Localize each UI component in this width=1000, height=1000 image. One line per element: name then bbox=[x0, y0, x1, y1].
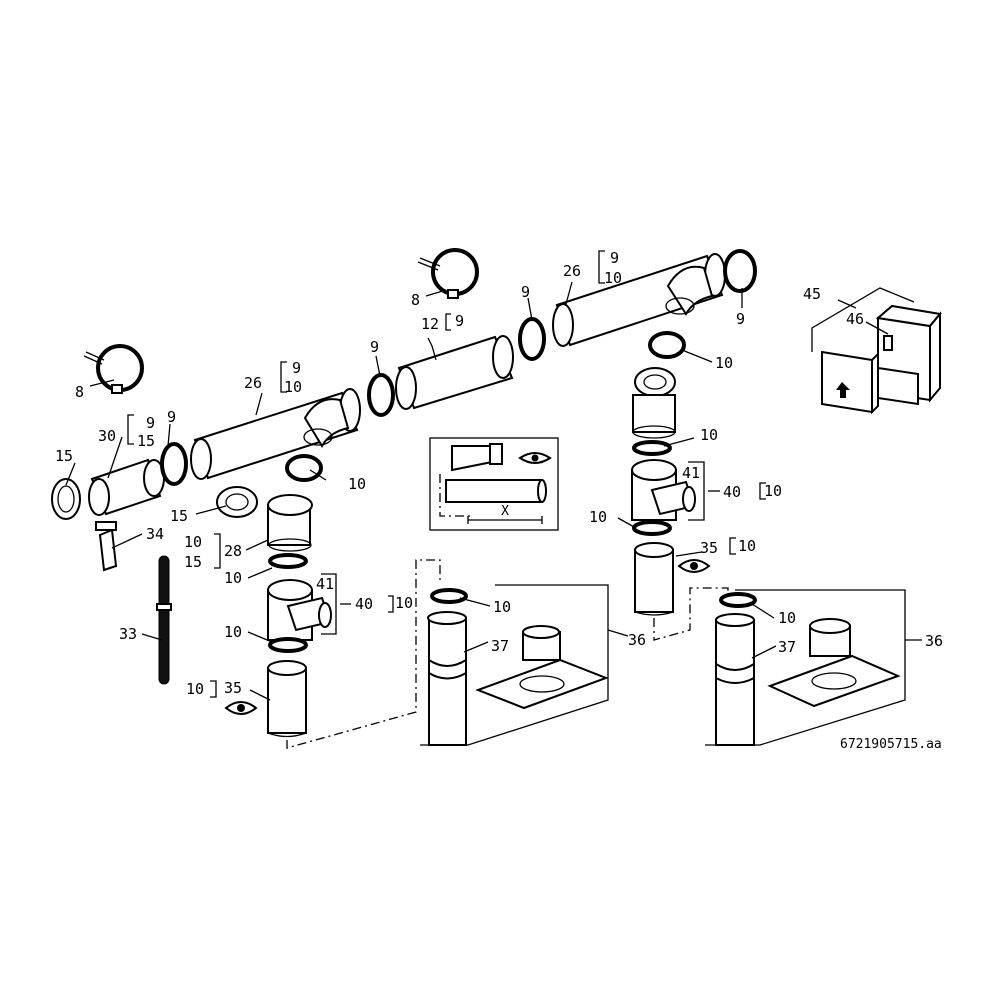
connection-line-right bbox=[653, 587, 729, 641]
reference-number: 6721905715.aa bbox=[840, 737, 942, 752]
control-box-45 bbox=[811, 287, 942, 415]
label-10-tee-right: 10 bbox=[604, 269, 622, 287]
label-9-ring-mid: 9 bbox=[370, 338, 379, 356]
elbow-right bbox=[632, 394, 676, 439]
pipe-clamp-middle bbox=[417, 248, 479, 299]
roof-kit-36-left bbox=[420, 584, 609, 746]
label-37-right: 37 bbox=[778, 638, 796, 656]
label-10-ring-a: 10 bbox=[348, 475, 366, 493]
label-10-pipe35-right: 10 bbox=[738, 537, 756, 555]
label-26-right: 26 bbox=[563, 262, 581, 280]
pipe-35-right bbox=[634, 542, 674, 616]
pipe-12 bbox=[395, 335, 514, 410]
seal-ring-10-f bbox=[632, 520, 672, 536]
label-10-ring-f: 10 bbox=[589, 508, 607, 526]
label-15-adapter: 15 bbox=[137, 432, 155, 450]
inspection-cap-15 bbox=[216, 486, 258, 518]
seal-ring-left-end bbox=[160, 442, 188, 486]
brackets bbox=[127, 250, 766, 698]
view-eye-icon-left bbox=[224, 701, 258, 715]
elbow-28 bbox=[267, 494, 313, 552]
label-8-left: 8 bbox=[75, 383, 84, 401]
view-eye-icon-right bbox=[677, 559, 711, 573]
condensate-drain-34 bbox=[95, 521, 118, 572]
pipe-with-tee-26-left bbox=[190, 388, 361, 480]
label-9-adapter: 9 bbox=[146, 414, 155, 432]
label-10-ring-e: 10 bbox=[700, 426, 718, 444]
seal-ring-10-d bbox=[648, 331, 686, 359]
label-10-ring-b: 10 bbox=[224, 569, 242, 587]
label-9-pipe12: 9 bbox=[455, 312, 464, 330]
label-15-inspection: 15 bbox=[170, 507, 188, 525]
cutting-instruction-inset: X bbox=[429, 437, 559, 531]
pipe-35-left bbox=[267, 660, 307, 738]
pipe-clamp-left bbox=[83, 344, 144, 394]
label-9-tee-left: 9 bbox=[292, 359, 301, 377]
label-15-cap: 15 bbox=[55, 447, 73, 465]
label-12: 12 bbox=[421, 315, 439, 333]
label-35-right: 35 bbox=[700, 539, 718, 557]
seal-ring-9-right bbox=[723, 249, 757, 293]
label-26-left: 26 bbox=[244, 374, 262, 392]
inspection-tee-40-left bbox=[267, 579, 332, 641]
label-9-ring-right: 9 bbox=[736, 310, 745, 328]
label-8-mid: 8 bbox=[411, 291, 420, 309]
label-37-left: 37 bbox=[491, 637, 509, 655]
seal-ring-9-mid-b bbox=[518, 317, 546, 361]
inset-dimension-label: X bbox=[501, 504, 509, 519]
label-46: 46 bbox=[846, 310, 864, 328]
label-10-tee-left-40: 10 bbox=[395, 594, 413, 612]
label-36-left: 36 bbox=[628, 631, 646, 649]
label-36-right: 36 bbox=[925, 632, 943, 650]
label-45: 45 bbox=[803, 285, 821, 303]
label-33: 33 bbox=[119, 625, 137, 643]
label-41-left: 41 bbox=[316, 575, 334, 593]
seal-ring-10-a bbox=[285, 454, 323, 482]
label-40-left: 40 bbox=[355, 595, 373, 613]
label-9-tee-right: 9 bbox=[610, 249, 619, 267]
label-10-elbow: 10 bbox=[184, 533, 202, 551]
label-34: 34 bbox=[146, 525, 164, 543]
label-28: 28 bbox=[224, 542, 242, 560]
label-41-right: 41 bbox=[682, 464, 700, 482]
label-40-right: 40 bbox=[723, 483, 741, 501]
inspection-tee-40-right bbox=[631, 459, 696, 521]
label-35-left: 35 bbox=[224, 679, 242, 697]
drain-rod-33 bbox=[156, 555, 172, 685]
seal-ring-10-c bbox=[268, 637, 308, 653]
label-10-ring-c: 10 bbox=[224, 623, 242, 641]
roof-kit-36-right bbox=[705, 589, 906, 746]
leader-lines bbox=[65, 281, 922, 701]
inspection-cap-right bbox=[634, 367, 676, 397]
adapter-30 bbox=[88, 458, 165, 516]
part-labels: 8 8 9 9 9 9 9 9 9 9 10 10 10 10 10 10 10… bbox=[55, 249, 943, 752]
seal-ring-10-e bbox=[632, 440, 672, 456]
label-10-tee-right-40: 10 bbox=[764, 482, 782, 500]
label-10-pipe35-left: 10 bbox=[186, 680, 204, 698]
label-10-roof-left: 10 bbox=[493, 598, 511, 616]
seal-ring-9-mid-a bbox=[367, 373, 395, 417]
label-9-ring-mid-b: 9 bbox=[521, 283, 530, 301]
label-10-roof-right: 10 bbox=[778, 609, 796, 627]
seal-ring-10-b bbox=[268, 553, 308, 569]
label-10-tee-left: 10 bbox=[284, 378, 302, 396]
label-10-ring-d: 10 bbox=[715, 354, 733, 372]
label-30: 30 bbox=[98, 427, 116, 445]
label-15-elbow: 15 bbox=[184, 553, 202, 571]
connection-line-left bbox=[286, 559, 441, 749]
label-9-ring-left: 9 bbox=[167, 408, 176, 426]
end-cap-left bbox=[51, 478, 81, 520]
